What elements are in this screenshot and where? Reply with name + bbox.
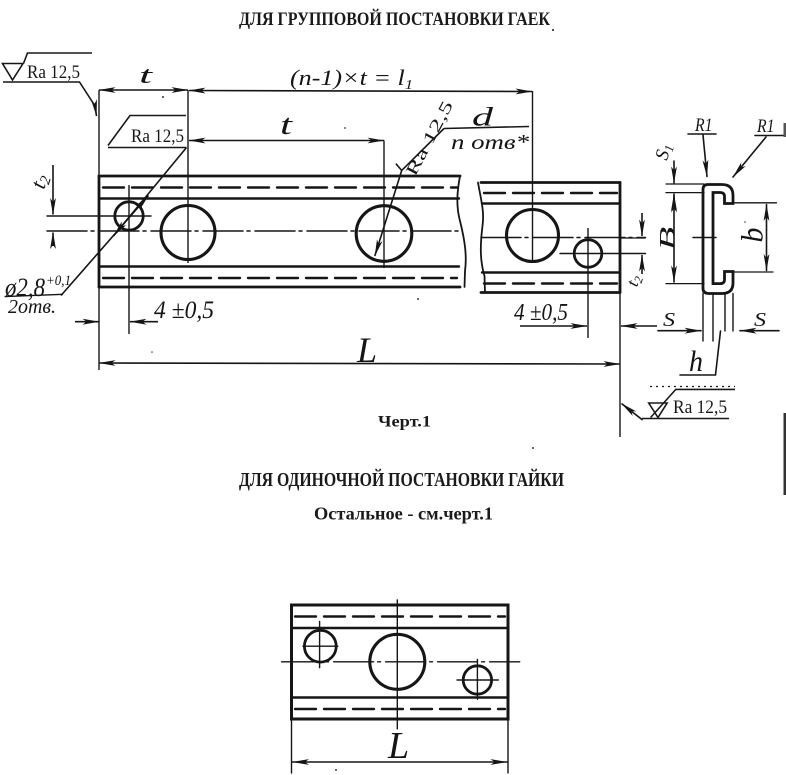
svg-text:t: t bbox=[139, 63, 155, 89]
svg-text:h: h bbox=[689, 345, 703, 378]
svg-text:ДЛЯ ГРУППОВОЙ ПОСТАНОВКИ ГАЕК: ДЛЯ ГРУППОВОЙ ПОСТАНОВКИ ГАЕК bbox=[239, 8, 550, 30]
svg-text:R1: R1 bbox=[694, 115, 712, 136]
svg-text:4 ±0,5: 4 ±0,5 bbox=[514, 300, 568, 326]
svg-text:Ra 12,5: Ra 12,5 bbox=[131, 126, 184, 147]
svg-text:4 ±0,5: 4 ±0,5 bbox=[154, 297, 214, 324]
svg-text:S1: S1 bbox=[652, 141, 677, 162]
svg-text:Ra 12,5: Ra 12,5 bbox=[402, 98, 457, 179]
svg-text:t2: t2 bbox=[25, 170, 55, 192]
svg-text:L: L bbox=[387, 725, 409, 767]
svg-text:Ra 12,5: Ra 12,5 bbox=[27, 62, 80, 83]
svg-text:t: t bbox=[280, 110, 294, 141]
svg-text:Остальное - см.черт.1: Остальное - см.черт.1 bbox=[314, 504, 493, 524]
svg-text:(n-1)×t = l1: (n-1)×t = l1 bbox=[290, 65, 413, 93]
svg-text:S: S bbox=[663, 309, 675, 331]
svg-text:В: В bbox=[655, 227, 679, 251]
svg-text:L: L bbox=[356, 330, 377, 370]
svg-text:S: S bbox=[754, 309, 766, 331]
svg-text:b: b bbox=[735, 228, 770, 243]
svg-text:Ra 12,5: Ra 12,5 bbox=[673, 397, 727, 418]
svg-text:ДЛЯ ОДИНОЧНОЙ ПОСТАНОВКИ ГАЙКИ: ДЛЯ ОДИНОЧНОЙ ПОСТАНОВКИ ГАЙКИ bbox=[239, 469, 564, 491]
svg-text:Черт.1: Черт.1 bbox=[378, 414, 431, 431]
svg-text:n отв*: n отв* bbox=[451, 130, 530, 154]
svg-text:d: d bbox=[472, 103, 495, 132]
svg-text:R1: R1 bbox=[756, 116, 774, 137]
svg-text:2отв.: 2отв. bbox=[8, 296, 56, 318]
svg-text:t2: t2 bbox=[622, 272, 646, 289]
svg-text:+0,1: +0,1 bbox=[46, 273, 71, 289]
svg-text:ø2,8: ø2,8 bbox=[4, 273, 45, 302]
